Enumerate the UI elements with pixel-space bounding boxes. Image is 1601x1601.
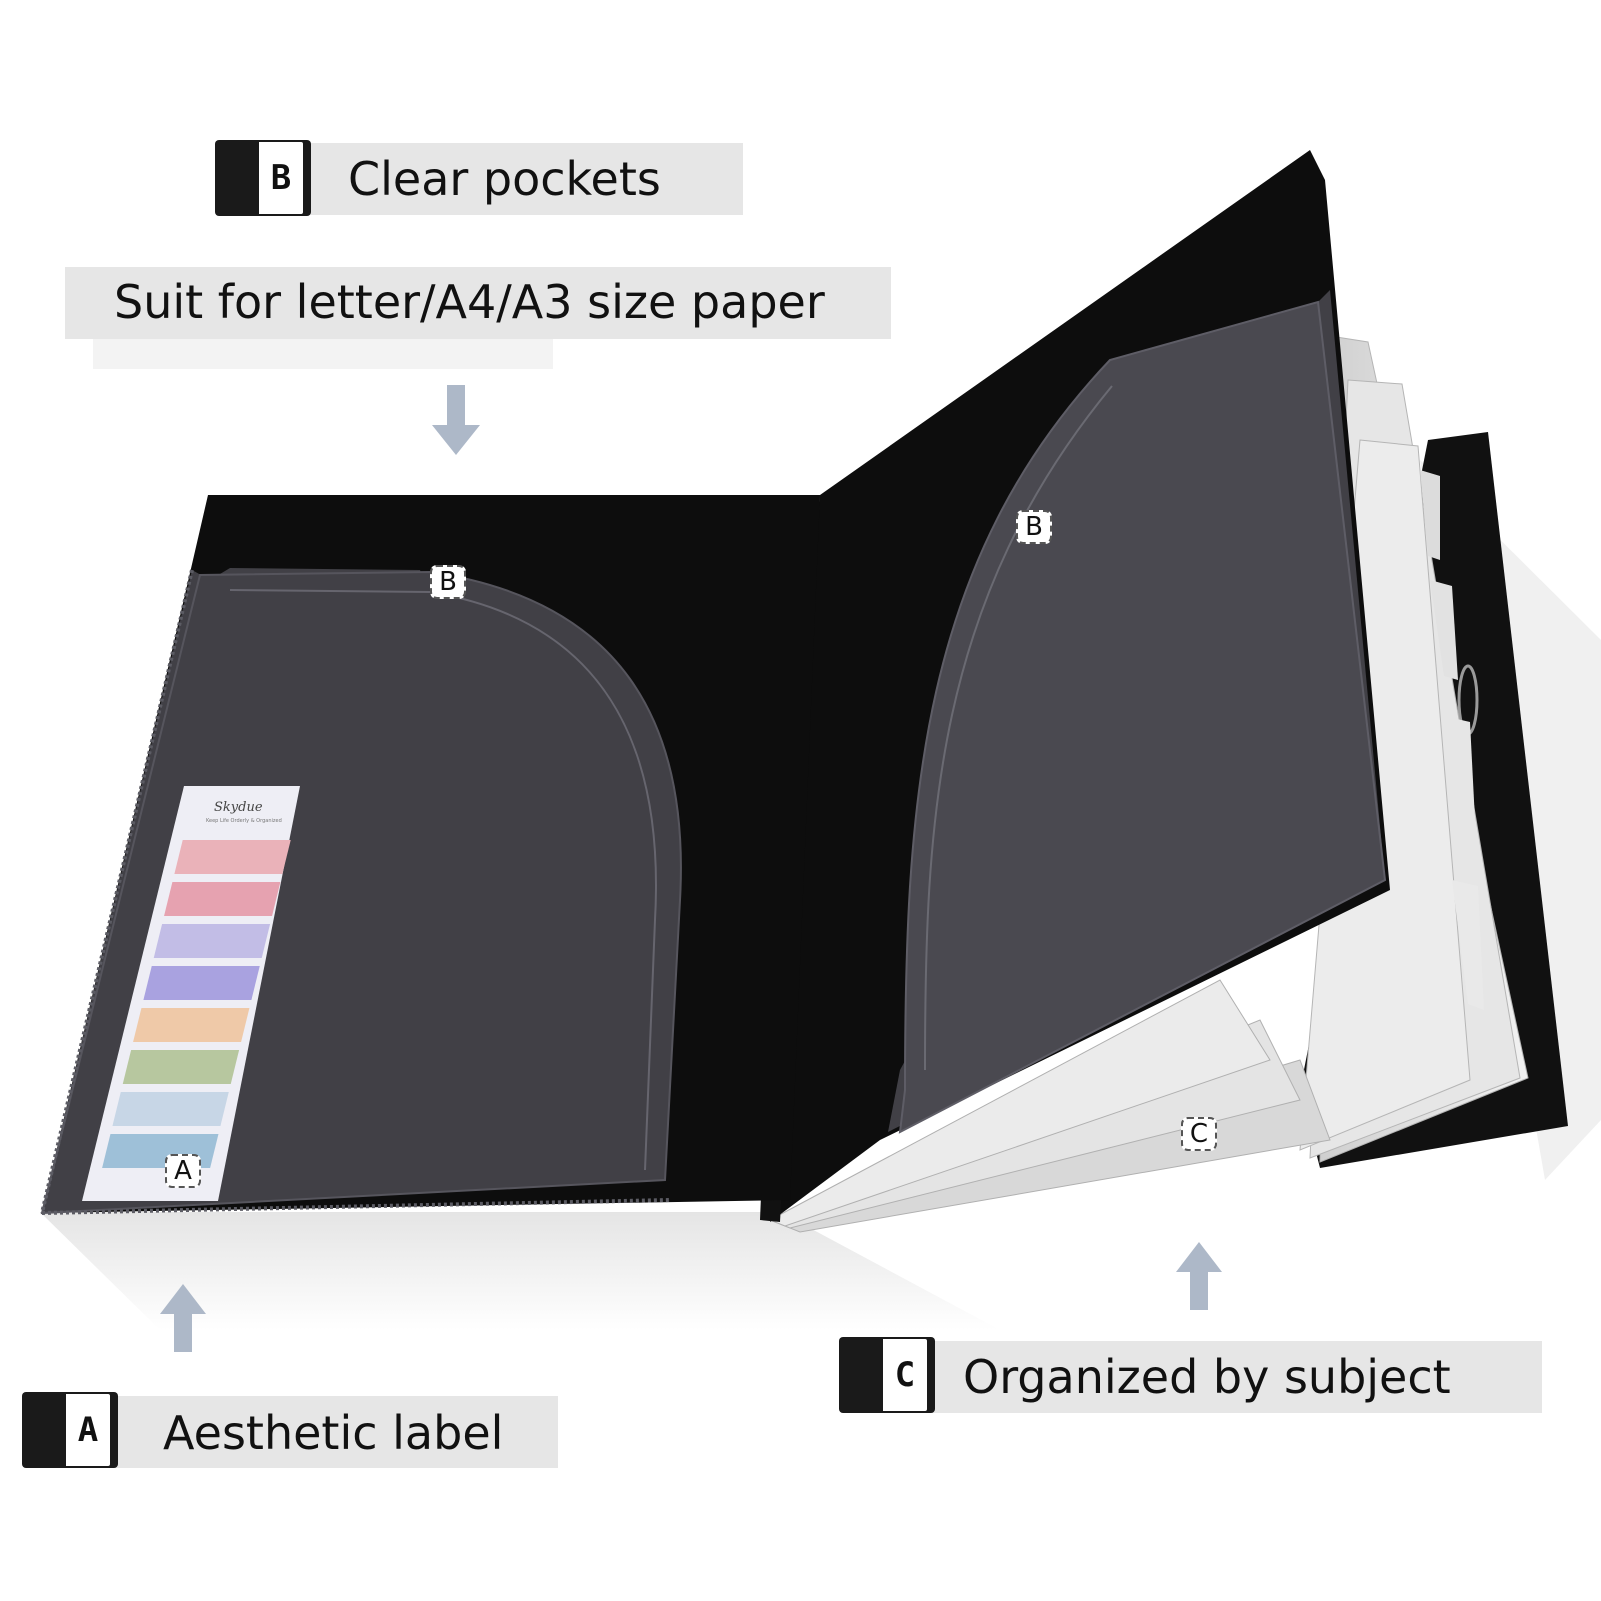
- sticker-brand: Skydue: [214, 800, 263, 815]
- callout-paper-size-shadow: [93, 339, 553, 369]
- gusset-sheet: [768, 979, 1271, 1227]
- badge-a-icon: A: [22, 1392, 118, 1468]
- divider-tag: C: [1181, 1117, 1217, 1151]
- callout-paper-size: [65, 267, 891, 339]
- label-strip: [143, 966, 260, 1000]
- callout-clear-pockets: [237, 143, 743, 215]
- clear-pockets-text: Clear pockets: [348, 152, 661, 206]
- arrow-down-icon: [432, 385, 480, 455]
- label-strip: [122, 1050, 240, 1084]
- pocket-tag-left: B: [430, 565, 466, 599]
- callout-aesthetic-label: [60, 1396, 558, 1468]
- label-strips: [102, 840, 291, 1168]
- badge-c-icon: C: [839, 1337, 935, 1413]
- paper-size-text: Suit for letter/A4/A3 size paper: [114, 275, 825, 329]
- label-strip: [174, 840, 291, 874]
- label-strip: [133, 1008, 250, 1042]
- arrow-up-icon: [1176, 1242, 1222, 1310]
- left-pocket-seam: [229, 589, 657, 1171]
- left-pocket-edge: [40, 569, 194, 1214]
- right-pocket-curve: [898, 300, 1387, 1134]
- badge-b-icon: B: [215, 140, 311, 216]
- left-pocket-bottom-edge: [41, 1198, 671, 1215]
- organized-text: Organized by subject: [963, 1350, 1451, 1404]
- right-pocket-seam: [924, 385, 1113, 1071]
- callout-organized: [870, 1341, 1542, 1413]
- divider-tab: [1420, 470, 1440, 560]
- pocket-tag-right: B: [1016, 510, 1052, 544]
- divider-tab: [1452, 880, 1484, 1010]
- label-tag: A: [165, 1154, 201, 1188]
- divider-tab: [1430, 580, 1458, 680]
- label-strip: [102, 1134, 219, 1168]
- divider-tab: [1444, 716, 1476, 840]
- label-strip: [112, 1092, 229, 1126]
- floor-shadow: [40, 1212, 1000, 1330]
- arrow-up-icon: [160, 1284, 206, 1352]
- aesthetic-label-text: Aesthetic label: [163, 1406, 504, 1460]
- label-strip: [164, 882, 281, 916]
- sticker-tagline: Keep Life Orderly & Organized: [206, 818, 282, 824]
- label-strip: [153, 924, 271, 958]
